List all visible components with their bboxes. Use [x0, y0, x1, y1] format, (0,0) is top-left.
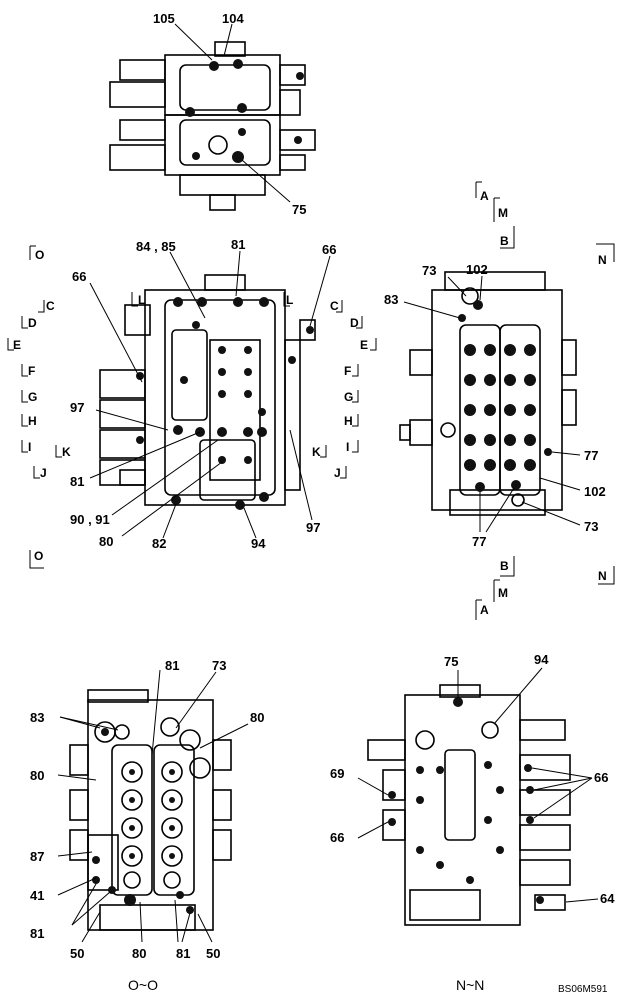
top-view	[109, 23, 316, 211]
section-mark-c: C	[46, 299, 55, 313]
section-mark-l-right: L	[286, 293, 293, 307]
section-mark-n: N	[598, 253, 607, 267]
callout-102: 102	[466, 262, 488, 277]
callout-97: 97	[70, 400, 84, 415]
section-mark-g: G	[28, 390, 37, 404]
callout-80: 80	[30, 768, 44, 783]
front-section-marks: O C D E F G H I K J O L L C D E F G H	[7, 245, 377, 569]
section-mark-a-bottom: A	[480, 603, 489, 617]
section-mark-m: M	[498, 206, 508, 220]
section-mark-c-right: C	[330, 299, 339, 313]
side-section-marks: A M B N B M A N	[475, 181, 615, 620]
drawing-reference: BS06M591	[558, 984, 608, 995]
callout-80: 80	[132, 946, 146, 961]
callout-102: 102	[584, 484, 606, 499]
callout-69: 69	[330, 766, 344, 781]
section-mark-i-right: I	[346, 440, 349, 454]
view-n	[357, 667, 599, 926]
front-view	[89, 250, 331, 539]
callout-66: 66	[322, 242, 336, 257]
section-mark-b-bottom: B	[500, 559, 509, 573]
callout-73: 73	[212, 658, 226, 673]
callout-81: 81	[165, 658, 179, 673]
callout-105: 105	[153, 11, 175, 26]
callout-75: 75	[444, 654, 458, 669]
callout-77: 77	[472, 534, 486, 549]
callout-80: 80	[250, 710, 264, 725]
side-view	[399, 271, 581, 533]
section-mark-f-right: F	[344, 364, 351, 378]
callout-87: 87	[30, 849, 44, 864]
callout-75: 75	[292, 202, 306, 217]
section-mark-g-right: G	[344, 390, 353, 404]
section-mark-d-right: D	[350, 316, 359, 330]
section-mark-e-right: E	[360, 338, 368, 352]
section-mark-k: K	[62, 445, 71, 459]
section-mark-k-right: K	[312, 445, 321, 459]
callout-81: 81	[176, 946, 190, 961]
callout-94: 94	[534, 652, 549, 667]
section-mark-b: B	[500, 234, 509, 248]
callout-64: 64	[600, 891, 615, 906]
section-mark-i: I	[28, 440, 31, 454]
callout-66: 66	[594, 770, 608, 785]
section-mark-j: J	[40, 466, 47, 480]
section-mark-h-right: H	[344, 414, 353, 428]
callout-81: 81	[231, 237, 245, 252]
callout-84-85: 84 , 85	[136, 239, 176, 254]
callout-77: 77	[584, 448, 598, 463]
section-mark-d: D	[28, 316, 37, 330]
callout-82: 82	[152, 536, 166, 551]
callout-50: 50	[70, 946, 84, 961]
callout-90-91: 90 , 91	[70, 512, 110, 527]
callout-41: 41	[30, 888, 44, 903]
callout-97: 97	[306, 520, 320, 535]
callout-73: 73	[584, 519, 598, 534]
section-mark-o-bottom: O	[34, 549, 43, 563]
callout-50: 50	[206, 946, 220, 961]
section-mark-a: A	[480, 189, 489, 203]
section-mark-h: H	[28, 414, 37, 428]
caption-view-n: N~N	[456, 977, 484, 993]
callout-104: 104	[222, 11, 244, 26]
callout-81: 81	[70, 474, 84, 489]
section-mark-e: E	[13, 338, 21, 352]
callout-66: 66	[330, 830, 344, 845]
section-mark-j-right: J	[334, 466, 341, 480]
callout-81: 81	[30, 926, 44, 941]
callout-80: 80	[99, 534, 113, 549]
section-mark-f: F	[28, 364, 35, 378]
callout-83: 83	[30, 710, 44, 725]
view-o	[57, 669, 249, 943]
callout-73: 73	[422, 263, 436, 278]
section-mark-o: O	[35, 248, 44, 262]
callout-83: 83	[384, 292, 398, 307]
section-mark-n-bottom: N	[598, 569, 607, 583]
callout-66: 66	[72, 269, 86, 284]
section-mark-m-bottom: M	[498, 586, 508, 600]
callout-94: 94	[251, 536, 266, 551]
section-mark-l: L	[138, 293, 145, 307]
caption-view-o: O~O	[128, 977, 158, 993]
